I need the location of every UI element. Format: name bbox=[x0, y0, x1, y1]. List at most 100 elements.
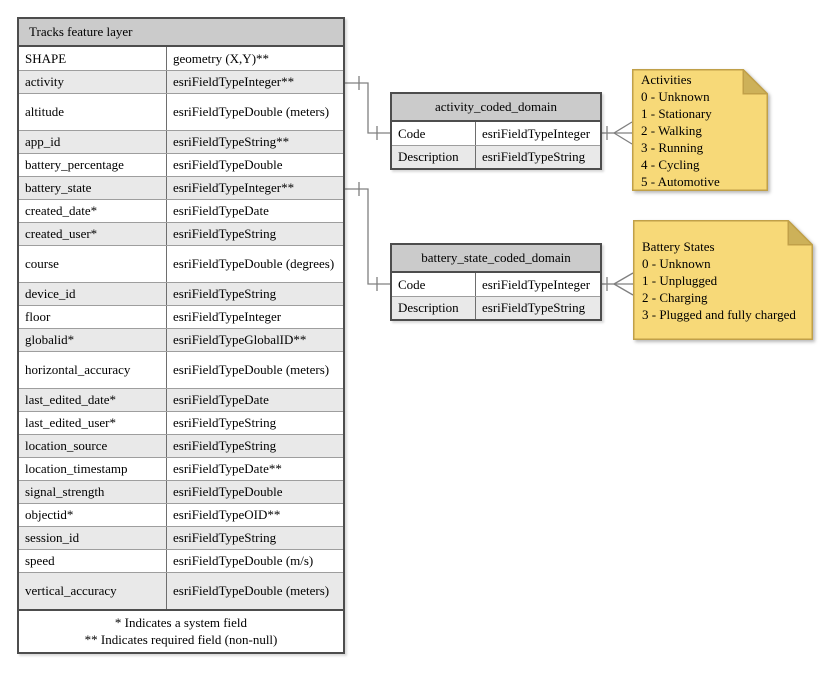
field-row: device_id esriFieldTypeString bbox=[19, 282, 343, 305]
field-row: created_user* esriFieldTypeString bbox=[19, 222, 343, 245]
battery-state-to-domain-connector bbox=[345, 182, 390, 291]
domain-row: Code esriFieldTypeInteger bbox=[392, 122, 600, 145]
field-type: esriFieldTypeDouble (degrees) bbox=[173, 256, 335, 271]
activity-to-domain-connector bbox=[345, 76, 390, 140]
footnote-system-field: * Indicates a system field bbox=[114, 615, 248, 630]
field-name: app_id bbox=[19, 131, 167, 153]
field-row: SHAPE geometry (X,Y)** bbox=[19, 47, 343, 70]
domain-field-type: esriFieldTypeString bbox=[482, 149, 586, 164]
note-item: 3 - Plugged and fully charged bbox=[642, 306, 796, 322]
field-type: esriFieldTypeDouble (m/s) bbox=[173, 553, 314, 568]
footnote-required-field: ** Indicates required field (non-null) bbox=[84, 632, 278, 647]
battery-domain-to-note-connector bbox=[602, 272, 634, 296]
field-type: esriFieldTypeDouble (meters) bbox=[173, 583, 330, 598]
domain-field-type: esriFieldTypeString bbox=[482, 300, 586, 315]
field-name: signal_strength bbox=[19, 481, 167, 503]
field-type: esriFieldTypeString bbox=[173, 415, 277, 430]
field-name: horizontal_accuracy bbox=[19, 352, 167, 388]
battery-state-coded-domain-table: battery_state_coded_domain Code esriFiel… bbox=[390, 243, 602, 321]
field-type: esriFieldTypeString bbox=[173, 438, 277, 453]
domain-row: Description esriFieldTypeString bbox=[392, 145, 600, 168]
note-lines: 0 - Unknown 1 - Unplugged 2 - Charging 3… bbox=[642, 255, 807, 323]
note-item: 1 - Unplugged bbox=[642, 272, 718, 288]
field-row: speed esriFieldTypeDouble (m/s) bbox=[19, 549, 343, 572]
field-row: location_source esriFieldTypeString bbox=[19, 434, 343, 457]
field-row: course esriFieldTypeDouble (degrees) bbox=[19, 245, 343, 282]
note-item: 2 - Walking bbox=[641, 122, 702, 138]
table-title: battery_state_coded_domain bbox=[392, 245, 600, 273]
field-name: altitude bbox=[19, 94, 167, 130]
domain-rows: Code esriFieldTypeInteger Description es… bbox=[392, 273, 600, 319]
note-text: Activities 0 - Unknown 1 - Stationary 2 … bbox=[632, 69, 768, 191]
field-type: esriFieldTypeDate** bbox=[173, 461, 282, 476]
domain-field-name: Code bbox=[392, 122, 476, 145]
field-rows: SHAPE geometry (X,Y)** activity esriFiel… bbox=[19, 47, 343, 609]
field-row: activity esriFieldTypeInteger** bbox=[19, 70, 343, 93]
field-name: session_id bbox=[19, 527, 167, 549]
table-title: Tracks feature layer bbox=[19, 19, 343, 47]
field-name: activity bbox=[19, 71, 167, 93]
field-type: esriFieldTypeOID** bbox=[173, 507, 281, 522]
field-name: created_user* bbox=[19, 223, 167, 245]
note-title: Battery States bbox=[642, 238, 715, 254]
note-item: 0 - Unknown bbox=[641, 88, 710, 104]
field-type: esriFieldTypeInteger** bbox=[173, 74, 295, 89]
field-name: objectid* bbox=[19, 504, 167, 526]
field-name: SHAPE bbox=[19, 47, 167, 70]
field-row: location_timestamp esriFieldTypeDate** bbox=[19, 457, 343, 480]
activity-domain-to-note-connector bbox=[602, 121, 633, 145]
field-row: created_date* esriFieldTypeDate bbox=[19, 199, 343, 222]
domain-rows: Code esriFieldTypeInteger Description es… bbox=[392, 122, 600, 168]
field-type: geometry (X,Y)** bbox=[173, 50, 270, 66]
field-type: esriFieldTypeDouble bbox=[173, 484, 283, 499]
field-row: app_id esriFieldTypeString** bbox=[19, 130, 343, 153]
field-name: battery_percentage bbox=[19, 154, 167, 176]
table-footnotes: * Indicates a system field ** Indicates … bbox=[19, 609, 343, 652]
activity-coded-domain-table: activity_coded_domain Code esriFieldType… bbox=[390, 92, 602, 170]
folded-corner-icon bbox=[742, 69, 768, 95]
sticky-note-shape bbox=[632, 69, 768, 191]
domain-field-name: Description bbox=[392, 297, 476, 319]
note-item: 1 - Stationary bbox=[641, 105, 712, 121]
field-row: vertical_accuracy esriFieldTypeDouble (m… bbox=[19, 572, 343, 609]
field-row: battery_percentage esriFieldTypeDouble bbox=[19, 153, 343, 176]
field-name: course bbox=[19, 246, 167, 282]
field-row: floor esriFieldTypeInteger bbox=[19, 305, 343, 328]
field-type: esriFieldTypeString bbox=[173, 286, 277, 301]
note-text: Battery States 0 - Unknown 1 - Unplugged… bbox=[633, 220, 813, 340]
note-item: 5 - Automotive bbox=[641, 173, 720, 189]
note-item: 3 - Running bbox=[641, 139, 704, 155]
field-name: floor bbox=[19, 306, 167, 328]
domain-field-name: Description bbox=[392, 146, 476, 168]
field-type: esriFieldTypeString bbox=[173, 530, 277, 545]
field-row: last_edited_date* esriFieldTypeDate bbox=[19, 388, 343, 411]
field-name: created_date* bbox=[19, 200, 167, 222]
domain-row: Description esriFieldTypeString bbox=[392, 296, 600, 319]
domain-row: Code esriFieldTypeInteger bbox=[392, 273, 600, 296]
field-name: globalid* bbox=[19, 329, 167, 351]
field-type: esriFieldTypeGlobalID** bbox=[173, 332, 307, 347]
note-lines: 0 - Unknown 1 - Stationary 2 - Walking 3… bbox=[641, 88, 762, 190]
field-row: horizontal_accuracy esriFieldTypeDouble … bbox=[19, 351, 343, 388]
field-name: last_edited_date* bbox=[19, 389, 167, 411]
field-type: esriFieldTypeDouble (meters) bbox=[173, 104, 330, 119]
field-type: esriFieldTypeDouble bbox=[173, 157, 283, 172]
domain-field-type: esriFieldTypeInteger bbox=[482, 125, 591, 141]
field-row: signal_strength esriFieldTypeDouble bbox=[19, 480, 343, 503]
battery-states-note: Battery States 0 - Unknown 1 - Unplugged… bbox=[633, 220, 813, 340]
activities-note: Activities 0 - Unknown 1 - Stationary 2 … bbox=[632, 69, 768, 191]
note-item: 0 - Unknown bbox=[642, 255, 711, 271]
field-row: altitude esriFieldTypeDouble (meters) bbox=[19, 93, 343, 130]
field-type: esriFieldTypeInteger bbox=[173, 309, 282, 324]
field-row: objectid* esriFieldTypeOID** bbox=[19, 503, 343, 526]
field-row: last_edited_user* esriFieldTypeString bbox=[19, 411, 343, 434]
field-name: location_timestamp bbox=[19, 458, 167, 480]
field-type: esriFieldTypeString** bbox=[173, 134, 290, 149]
note-item: 2 - Charging bbox=[642, 289, 708, 305]
field-type: esriFieldTypeString bbox=[173, 226, 277, 241]
domain-field-name: Code bbox=[392, 273, 476, 296]
field-name: location_source bbox=[19, 435, 167, 457]
domain-field-type: esriFieldTypeInteger bbox=[482, 276, 591, 292]
note-title: Activities bbox=[641, 71, 692, 87]
